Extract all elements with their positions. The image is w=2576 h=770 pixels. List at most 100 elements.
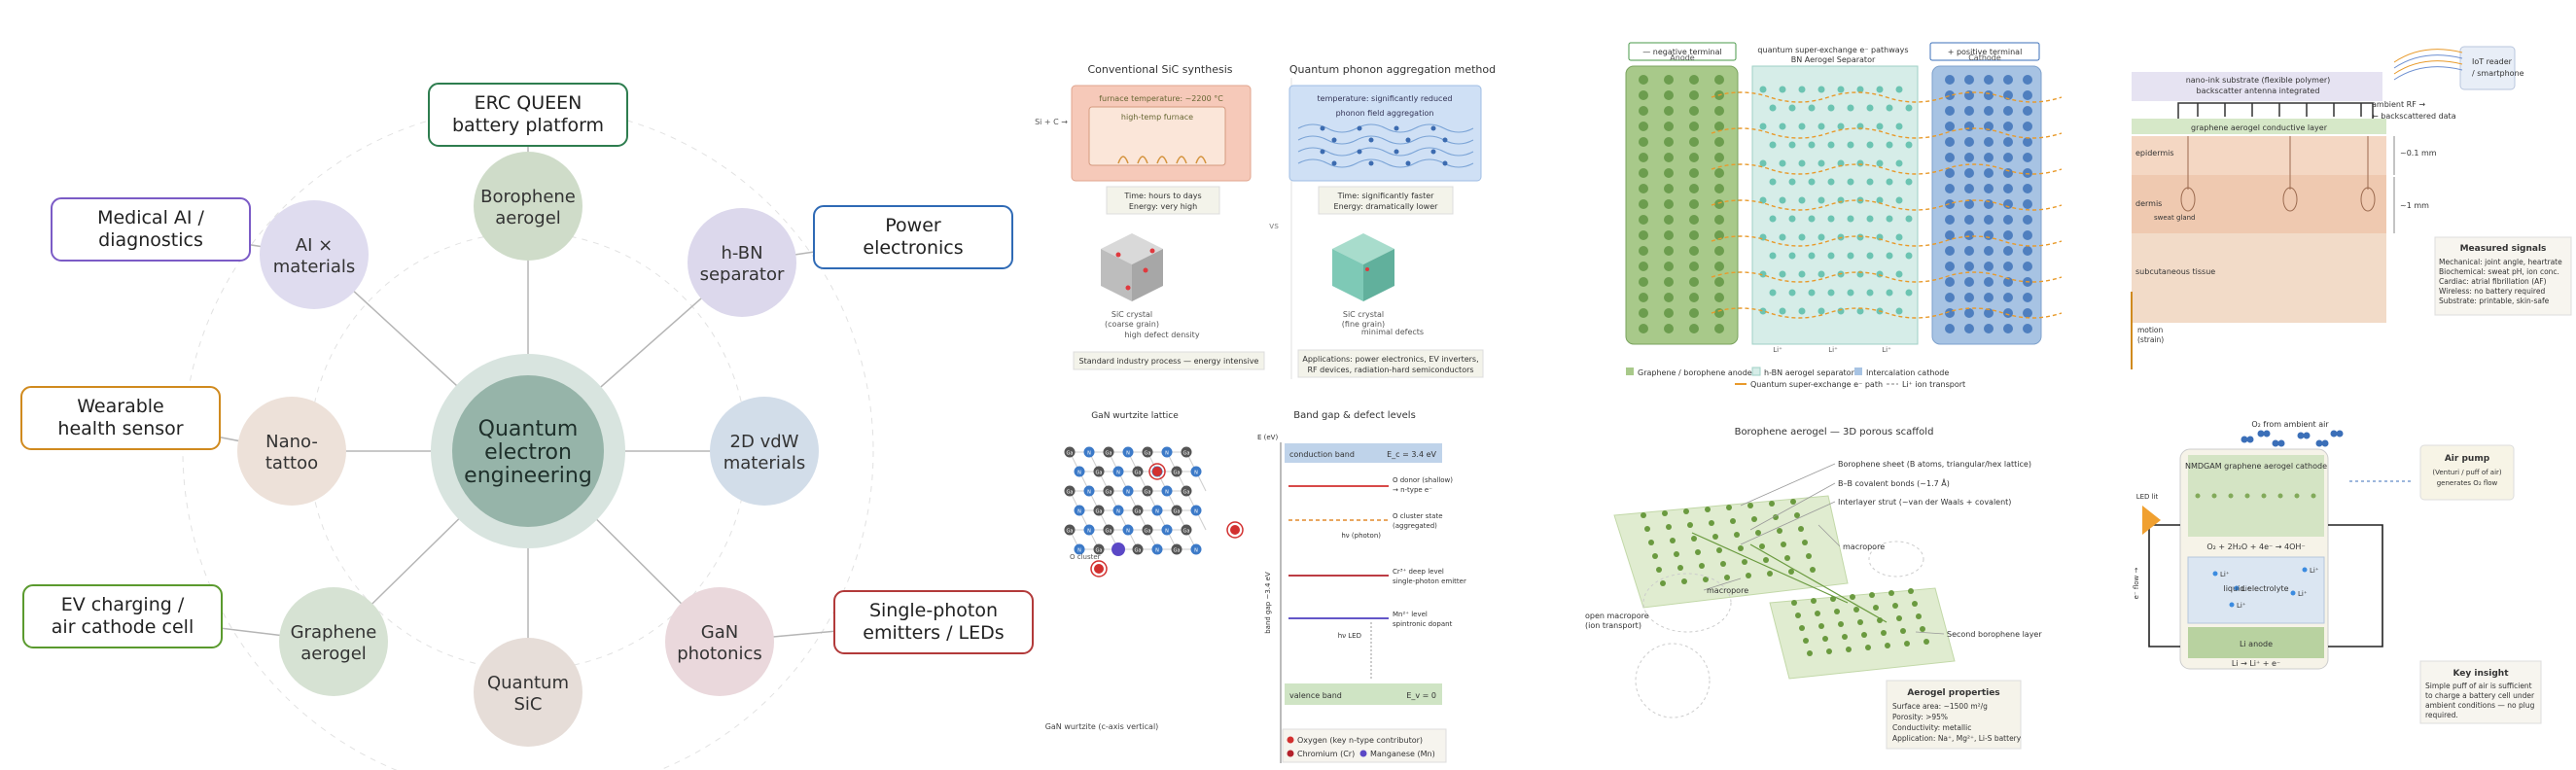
cathode-atom: [1945, 168, 1955, 178]
boron-atom: [1747, 503, 1753, 508]
boron-atom: [1734, 532, 1740, 538]
atom-n: [1083, 446, 1095, 458]
cathode-atom: [2003, 246, 2013, 256]
anode-atom: [1689, 246, 1699, 256]
atom-label: N: [1194, 548, 1198, 554]
boron-atom: [1795, 612, 1801, 618]
layer-label: subcutaneous tissue: [2135, 267, 2215, 276]
insight-label: ambient conditions — no plug: [2425, 701, 2535, 710]
atom-ga: [1181, 524, 1192, 536]
phonon-dot: [1442, 137, 1448, 143]
boron-atom: [1873, 605, 1879, 611]
boron-atom: [1695, 549, 1701, 555]
valence-label: valence band: [1289, 691, 1342, 700]
pos-terminal: [1929, 42, 2040, 61]
cathode-atom: [2023, 308, 2032, 318]
phonon-dot: [1442, 160, 1448, 166]
atom-label: N: [1165, 451, 1169, 457]
atom-label: Ga: [1145, 529, 1151, 535]
separator-atom: [1895, 122, 1903, 130]
o2-molecule: [2241, 436, 2248, 443]
cathode-atom: [1964, 153, 1974, 162]
cathode-atom: [1945, 184, 1955, 193]
cathode-atom: [1945, 246, 1955, 256]
anode-atom: [1664, 324, 1674, 333]
anode-atom: [1664, 308, 1674, 318]
anode-atom: [1714, 122, 1724, 131]
cathode-pore: [2195, 493, 2201, 499]
atom-n: [1122, 524, 1134, 536]
anode-atom: [1664, 90, 1674, 100]
application-box: [51, 197, 251, 262]
time-label: Time: significantly faster: [1337, 192, 1435, 200]
phonon-dot: [1368, 137, 1374, 143]
boron-atom: [1904, 641, 1910, 647]
o2-molecule: [2321, 439, 2329, 447]
atom-n: [1161, 446, 1173, 458]
anode-atom: [1689, 168, 1699, 178]
cathode-atom: [2023, 168, 2032, 178]
boron-atom: [1769, 501, 1775, 507]
atom-n: [1112, 466, 1124, 477]
anode-atom: [1639, 90, 1648, 100]
separator-atom: [1905, 104, 1913, 112]
material-node: [474, 152, 582, 261]
boron-atom: [1763, 557, 1769, 563]
oxygen-ring: [1148, 463, 1166, 480]
separator-atom: [1759, 196, 1767, 204]
cathode-atom: [1945, 90, 1955, 100]
material-node-label: SiC: [514, 694, 543, 715]
atom-label: Ga: [1183, 451, 1190, 457]
boron-atom: [1703, 577, 1709, 582]
sic-crystal-fine-left: [1332, 249, 1363, 301]
cathode-atom: [1964, 230, 1974, 240]
exchange-path: [1711, 199, 2063, 211]
anode-atom: [1664, 184, 1674, 193]
sic-crystal-fine-right: [1363, 249, 1394, 301]
anode-atom: [1714, 262, 1724, 271]
cathode-atom: [1945, 230, 1955, 240]
boron-atom: [1720, 561, 1726, 567]
anode-atom: [1689, 293, 1699, 302]
cathode-atom: [1984, 75, 1994, 85]
atom-label: Ga: [1096, 509, 1103, 515]
cathode-atom: [2023, 75, 2032, 85]
cathode-atom: [1945, 308, 1955, 318]
legend-label: Manganese (Mn): [1370, 750, 1435, 758]
atom-label: N: [1155, 509, 1159, 515]
cathode-pore: [2311, 493, 2316, 499]
boron-atom: [1767, 571, 1773, 577]
legend-label: Li⁺ ion transport: [1902, 380, 1965, 389]
separator-atom: [1817, 159, 1825, 167]
level-label: O cluster state: [1393, 512, 1443, 520]
anode-atom: [1689, 153, 1699, 162]
atom-ga: [1171, 543, 1182, 555]
material-node-label: AI ×: [296, 235, 333, 256]
separator-atom: [1827, 141, 1835, 149]
atom-n: [1190, 466, 1202, 477]
boron-atom: [1892, 603, 1898, 609]
legend-label: Oxygen (key n-type contributor): [1297, 736, 1423, 745]
atom-label: Ga: [1067, 529, 1074, 535]
boron-atom: [1896, 615, 1902, 621]
li-ion: [2302, 567, 2308, 573]
insight-label: Simple puff of air is sufficient: [2425, 682, 2532, 690]
material-node-label: tattoo: [265, 453, 318, 473]
neg-terminal: [1628, 42, 1737, 61]
panel-title: GaN wurtzite lattice: [1091, 411, 1179, 421]
material-node: [474, 638, 582, 747]
material-node: [665, 587, 774, 696]
boron-atom: [1716, 547, 1722, 553]
cathode-atom: [2003, 168, 2013, 178]
props-label: Porosity: >95%: [1892, 713, 1948, 721]
boron-atom: [1751, 516, 1757, 522]
anode-atom: [1689, 230, 1699, 240]
cathode-pore: [2294, 493, 2300, 499]
boron-atom: [1802, 540, 1808, 545]
cathode-atom: [1964, 215, 1974, 225]
cathode-atom: [1964, 293, 1974, 302]
anode-atom: [1664, 215, 1674, 225]
o2-molecule: [2257, 430, 2265, 438]
led-label: LED lit: [2136, 493, 2159, 501]
separator-atom: [1827, 289, 1835, 297]
